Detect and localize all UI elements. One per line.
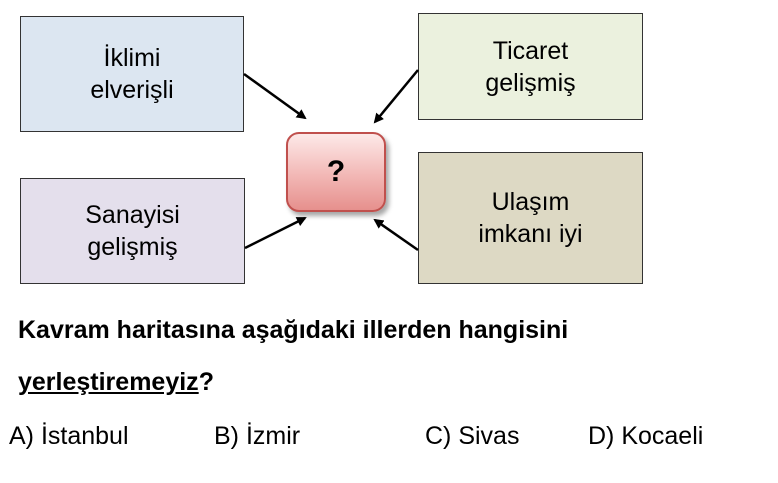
question-underlined-word: yerleştiremeyiz: [18, 368, 199, 396]
center-question-mark: ?: [326, 155, 346, 188]
concept-text: gelişmiş: [87, 233, 178, 261]
arrow-top-right: [373, 69, 419, 124]
concept-text: İklimi: [103, 44, 161, 72]
option-c[interactable]: C) Sivas: [425, 422, 520, 450]
option-a[interactable]: A) İstanbul: [9, 422, 129, 450]
concept-text: Ulaşım: [491, 188, 570, 216]
arrows-layer: [243, 69, 419, 252]
concept-box-top-right: Ticaret gelişmiş: [418, 13, 643, 120]
center-question-box: ?: [286, 132, 386, 212]
arrow-bottom-left: [244, 216, 307, 250]
concept-box-bottom-left: Sanayisi gelişmiş: [20, 178, 245, 284]
concept-box-bottom-right: Ulaşım imkanı iyi: [418, 152, 643, 284]
concept-text: elverişli: [90, 76, 174, 104]
question-text-line2: yerleştiremeyiz?: [18, 368, 214, 397]
concept-text: imkanı iyi: [478, 220, 583, 248]
concept-box-top-left: İklimi elverişli: [20, 16, 244, 132]
arrow-bottom-right: [373, 218, 419, 252]
question-text: Kavram haritasına aşağıdaki illerden han…: [18, 316, 569, 344]
option-b[interactable]: B) İzmir: [214, 422, 301, 450]
concept-text: gelişmiş: [485, 68, 576, 97]
concept-text: Ticaret: [492, 36, 569, 65]
arrow-top-left: [243, 72, 307, 120]
option-d[interactable]: D) Kocaeli: [588, 422, 704, 450]
question-mark: ?: [198, 368, 214, 396]
concept-text: Sanayisi: [85, 201, 180, 229]
